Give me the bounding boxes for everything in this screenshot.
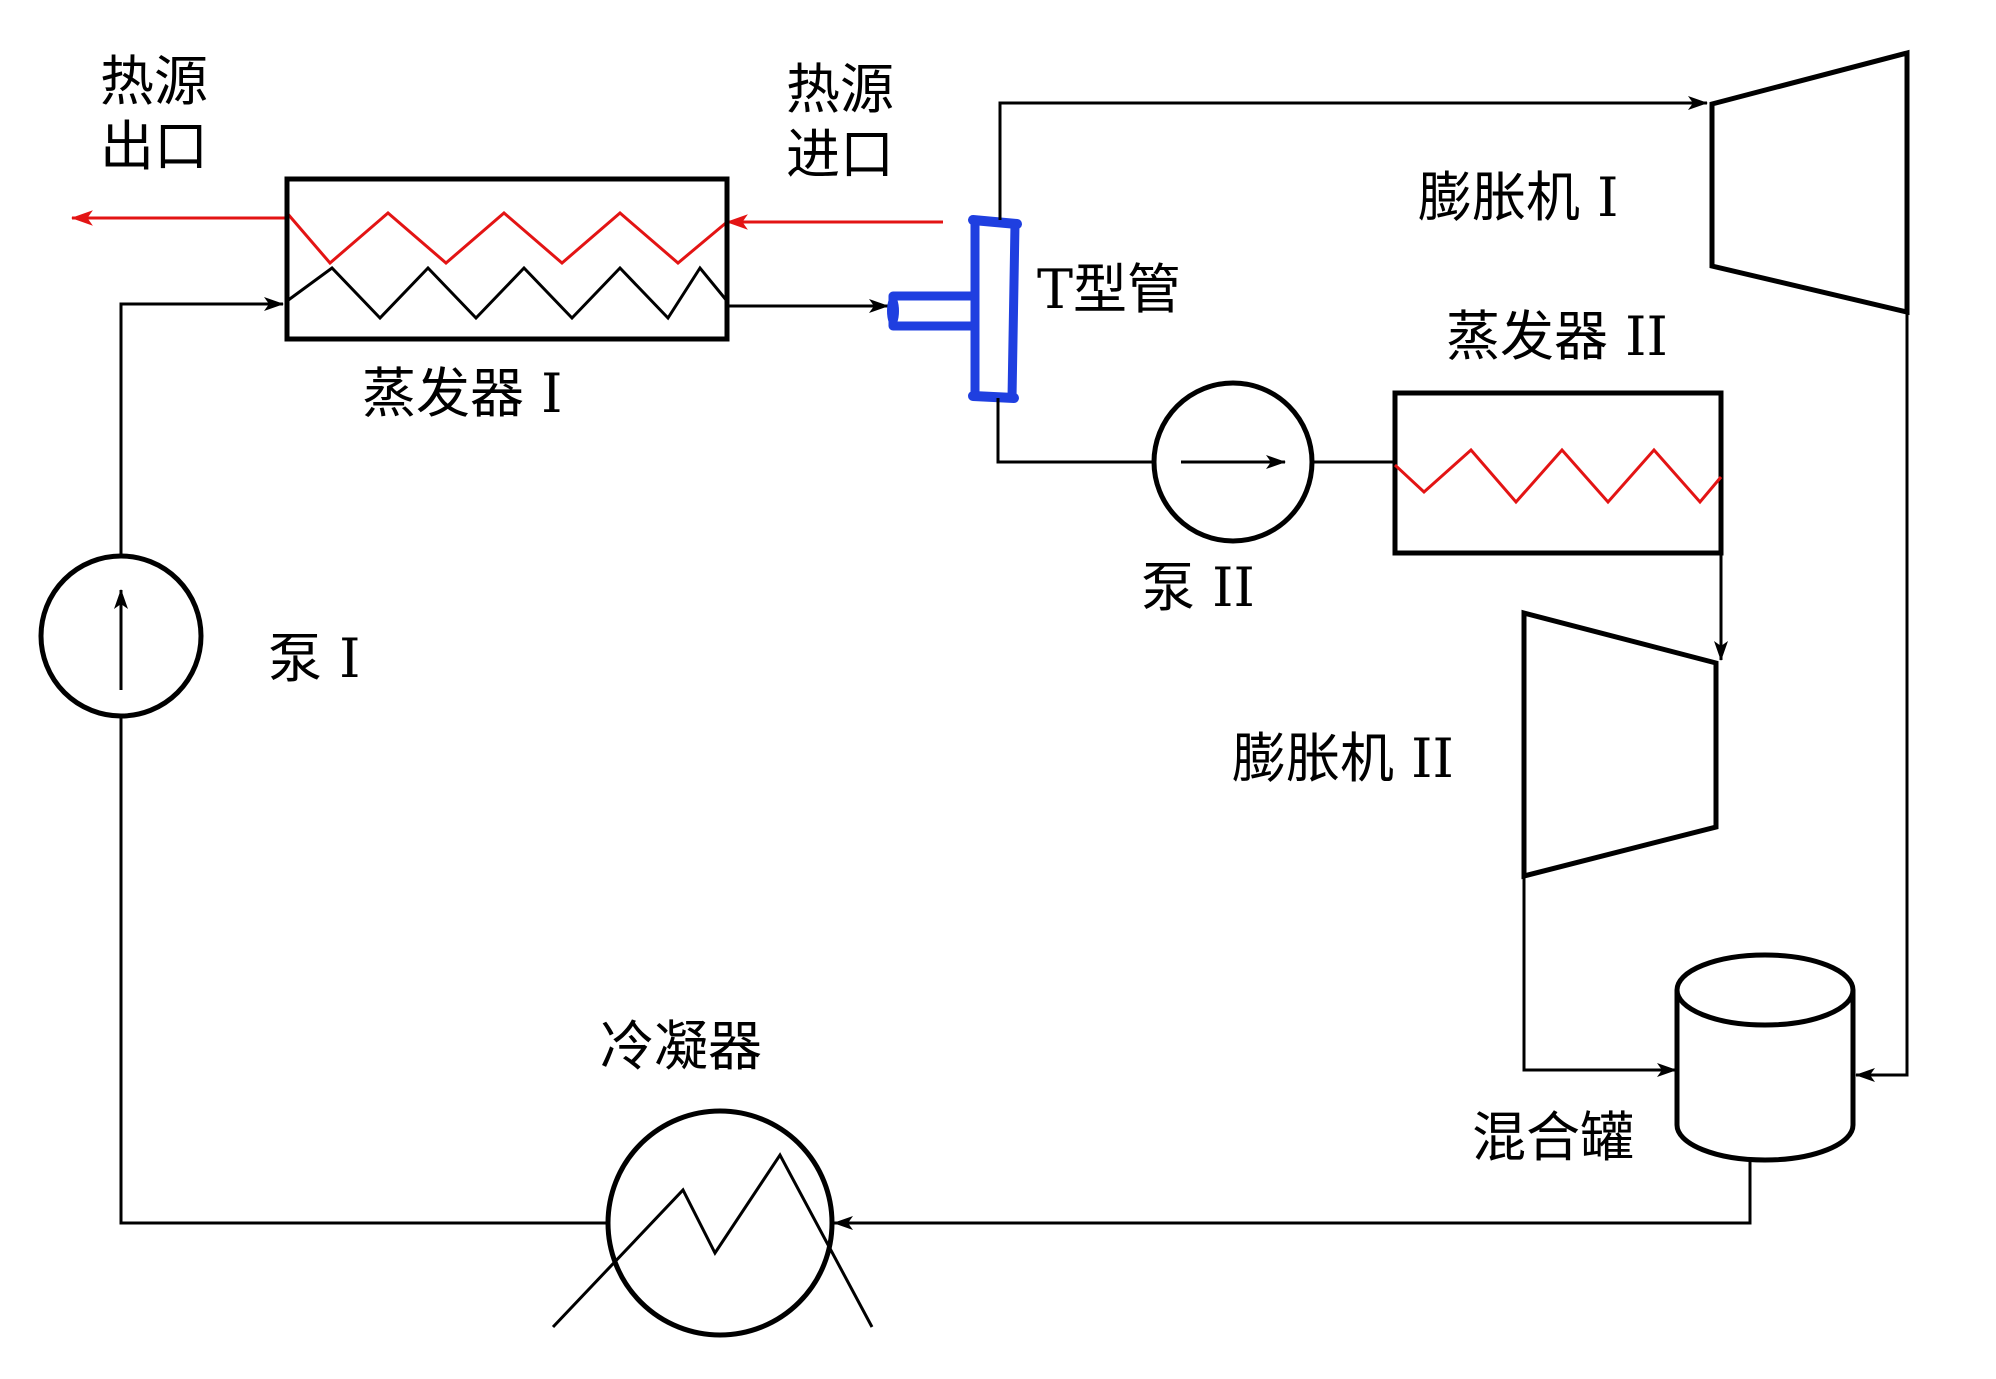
pipe-pump1-to-evaporator1	[119, 297, 284, 556]
heat-source-inlet-label-line-2: 进口	[786, 122, 894, 186]
expander-1	[1709, 49, 1910, 316]
mixing-tank-top	[1674, 952, 1856, 1028]
evaporator-1-hot-coil	[285, 211, 728, 266]
pump-2	[1151, 380, 1315, 544]
t-pipe-body	[888, 215, 1020, 403]
pump-1	[38, 553, 204, 719]
t-pipe	[887, 215, 1022, 403]
pipe-tpipe-to-pump2	[996, 398, 1154, 464]
evaporator-1	[284, 176, 730, 342]
t-pipe-top-cap	[968, 215, 1022, 229]
heat-source-inlet-label-line-1: 热源	[786, 58, 894, 121]
evaporator-2-shell	[1392, 390, 1724, 556]
evaporator-2	[1392, 390, 1724, 556]
t-pipe-label: T型管	[1037, 258, 1182, 321]
mixing-tank-body	[1674, 990, 1856, 1163]
heat-source-outlet-label-line-1: 热源	[100, 50, 208, 113]
evaporator-2-label: 蒸发器 II	[1446, 305, 1668, 368]
pipe-expander2-to-mixing-tank	[1522, 876, 1677, 1077]
pipe-mixing-tank-to-condenser	[833, 1162, 1752, 1230]
mixing-tank-label: 混合罐	[1472, 1106, 1634, 1169]
evaporator-1-shell	[284, 176, 730, 342]
pump-1-label: 泵 I	[268, 627, 361, 690]
evaporator-2-hot-coil	[1393, 447, 1723, 505]
heat-source-stream	[70, 210, 943, 266]
condenser-body	[605, 1108, 835, 1338]
pump-2-label: 泵 II	[1141, 556, 1255, 619]
expander-2	[1521, 609, 1719, 880]
heat-source-outlet-label: 热源 出口	[100, 50, 208, 180]
heat-source-outlet-label-line-2: 出口	[100, 114, 208, 178]
evaporator-1-cold-coil	[286, 265, 729, 321]
pipe-expander1-to-mixing-tank	[1855, 312, 1909, 1082]
condenser-coil	[551, 1152, 874, 1329]
evaporator-1-label: 蒸发器 I	[362, 362, 563, 425]
heat-source-inlet-label: 热源 进口	[786, 58, 894, 188]
t-pipe-bottom-cap	[968, 391, 1019, 403]
mixing-tank	[1674, 952, 1856, 1163]
expander-1-label: 膨胀机 I	[1418, 166, 1619, 229]
expander-2-label: 膨胀机 II	[1232, 727, 1454, 790]
pipe-condenser-to-pump1	[119, 716, 608, 1225]
pipe-tpipe-to-expander1	[998, 96, 1708, 220]
condenser-label: 冷凝器	[600, 1015, 762, 1078]
t-pipe-side-cap	[887, 295, 899, 327]
